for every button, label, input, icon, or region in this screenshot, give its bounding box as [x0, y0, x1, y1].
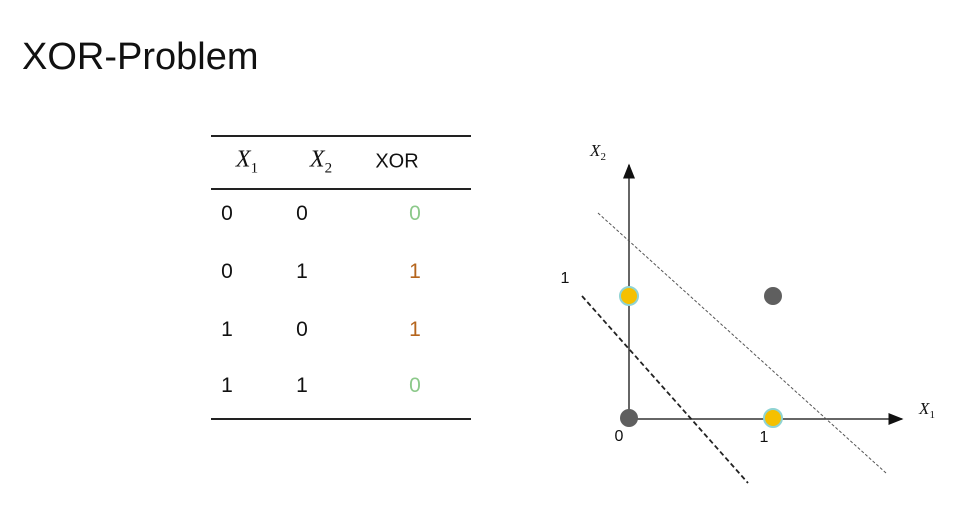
data-point-1-0	[763, 408, 783, 428]
cell-x1: 1	[221, 318, 233, 341]
cell-x2: 1	[296, 374, 308, 397]
table-header-rule	[211, 188, 471, 190]
header-x1: X1	[235, 146, 259, 177]
cell-x2: 1	[296, 260, 308, 283]
header-xor: XOR	[375, 150, 419, 173]
data-point-0-0	[620, 409, 638, 427]
header-x2: X2	[309, 146, 333, 177]
cell-xor: 1	[409, 318, 421, 341]
table-top-rule	[211, 135, 471, 137]
cell-x2: 0	[296, 202, 308, 225]
cell-xor: 0	[409, 374, 421, 397]
slide-title: XOR-Problem	[22, 36, 259, 78]
data-point-0-1	[619, 286, 639, 306]
x-tick-1: 1	[759, 429, 769, 446]
y-axis-label: X2	[590, 140, 606, 164]
lower-separating-line	[581, 295, 749, 484]
data-point-1-1	[764, 287, 782, 305]
upper-separating-line	[597, 212, 887, 474]
cell-x2: 0	[296, 318, 308, 341]
origin-label: 0	[614, 428, 624, 445]
cell-xor: 0	[409, 202, 421, 225]
x-axis-label: X1	[919, 398, 935, 422]
table-bottom-rule	[211, 418, 471, 420]
cell-x1: 1	[221, 374, 233, 397]
cell-x1: 0	[221, 202, 233, 225]
cell-x1: 0	[221, 260, 233, 283]
cell-xor: 1	[409, 260, 421, 283]
y-tick-1: 1	[560, 270, 570, 287]
